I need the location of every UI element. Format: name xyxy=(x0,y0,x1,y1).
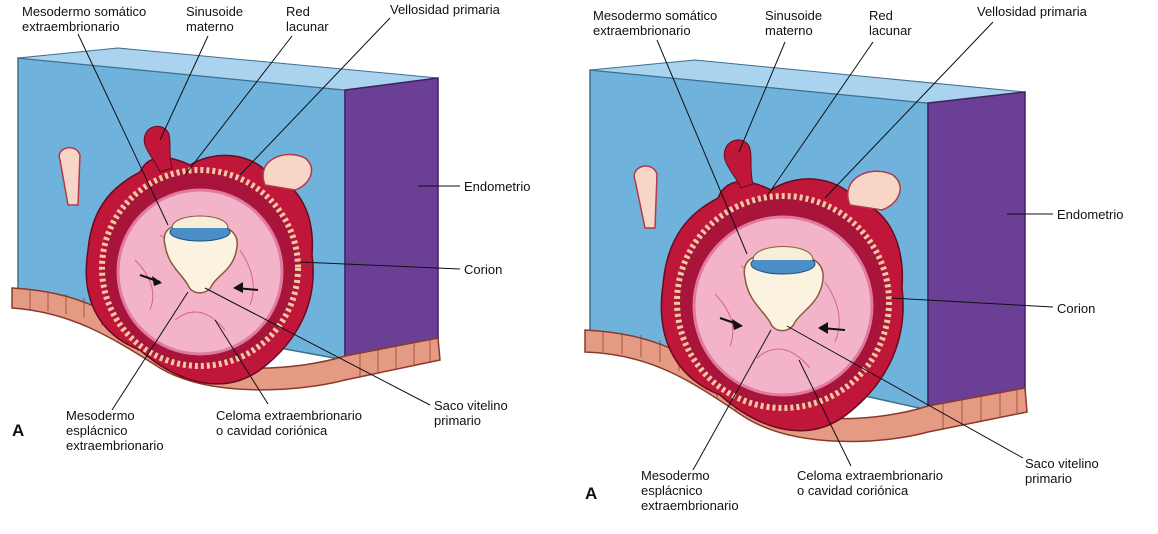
arrow-head-right xyxy=(233,282,243,293)
endometrium-side-face xyxy=(344,77,439,361)
leader-lines xyxy=(656,21,1054,471)
label-saco-vitelino: Saco vitelino primario xyxy=(434,398,508,428)
label-mesodermo-somatico: Mesodermo somático extraembrionario xyxy=(22,4,147,34)
label-mesodermo-somatico: Mesodermo somático extraembrionario xyxy=(593,8,718,38)
label-corion: Corion xyxy=(464,262,503,277)
uterine-gland-left xyxy=(633,165,658,229)
implantation-illustration xyxy=(584,21,1054,471)
panel-letter: A xyxy=(12,421,25,440)
amniotic-cavity xyxy=(171,215,229,229)
uterine-gland-right xyxy=(262,153,313,191)
label-celoma: Celoma extraembrionario o cavidad corión… xyxy=(216,408,362,438)
label-mesodermo-esplacnico: Mesodermo esplácnico extraembrionario xyxy=(641,468,739,513)
maternal-sinusoid xyxy=(143,125,173,173)
label-sinusoide-materno: Sinusoide materno xyxy=(765,8,823,38)
endometrium-side-face xyxy=(927,91,1026,411)
label-corion: Corion xyxy=(1057,301,1096,316)
panel-letter: A xyxy=(585,484,598,503)
label-endometrio: Endometrio xyxy=(1057,207,1124,222)
label-red-lacunar: Red lacunar xyxy=(869,8,912,38)
arrow-head-left xyxy=(152,276,162,286)
label-vellosidad-primaria: Vellosidad primaria xyxy=(977,4,1087,19)
diagram-panel-right: A Mesodermo somático extraembrionario Si… xyxy=(575,0,1158,534)
cavity-network xyxy=(134,234,254,331)
arrow-head-right xyxy=(818,322,828,334)
amniotic-cavity xyxy=(752,246,814,261)
label-celoma: Celoma extraembrionario o cavidad corión… xyxy=(797,468,943,498)
maternal-sinusoid xyxy=(723,139,754,189)
cavity-network xyxy=(714,265,840,369)
diagram-panel-left: A Mesodermo somático extraembrionario Si… xyxy=(0,0,560,534)
label-saco-vitelino: Saco vitelino primario xyxy=(1025,456,1099,486)
uterine-gland-left xyxy=(58,146,81,206)
label-vellosidad-primaria: Vellosidad primaria xyxy=(390,2,500,17)
label-mesodermo-esplacnico: Mesodermo esplácnico extraembrionario xyxy=(66,408,164,453)
uterine-gland-right xyxy=(847,170,901,211)
label-sinusoide-materno: Sinusoide materno xyxy=(186,4,244,34)
leader-lines xyxy=(77,17,461,411)
label-endometrio: Endometrio xyxy=(464,179,531,194)
arrow-head-left xyxy=(732,319,743,330)
label-red-lacunar: Red lacunar xyxy=(286,4,329,34)
implantation-illustration xyxy=(11,17,461,411)
